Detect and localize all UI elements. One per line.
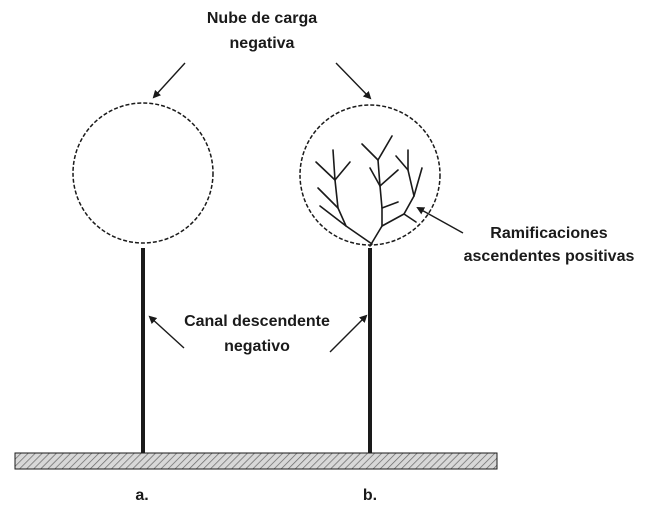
- channel-arrow-b: [329, 314, 368, 353]
- branches-label-line1: Ramificaciones: [490, 225, 607, 242]
- cloud-label-line1: Nube de carga: [207, 10, 317, 27]
- channel-label-line1: Canal descendente: [184, 313, 330, 330]
- panel-label-b: b.: [363, 487, 377, 504]
- branches-label-line2: ascendentes positivas: [464, 248, 635, 265]
- channel-arrow-a: [148, 315, 185, 349]
- panel-label-a: a.: [135, 487, 148, 504]
- charge-cloud-b: [299, 104, 441, 246]
- cloud-label-line2: negativa: [230, 35, 295, 52]
- branches-arrow: [416, 207, 464, 234]
- pointer-arrows: [148, 62, 464, 353]
- charge-cloud-a: [72, 102, 214, 244]
- positive-branches: [315, 135, 423, 247]
- ground: [14, 452, 498, 470]
- cloud-arrow-b: [335, 62, 372, 100]
- cloud-arrow-a: [152, 62, 186, 99]
- channel-label-line2: negativo: [224, 338, 290, 355]
